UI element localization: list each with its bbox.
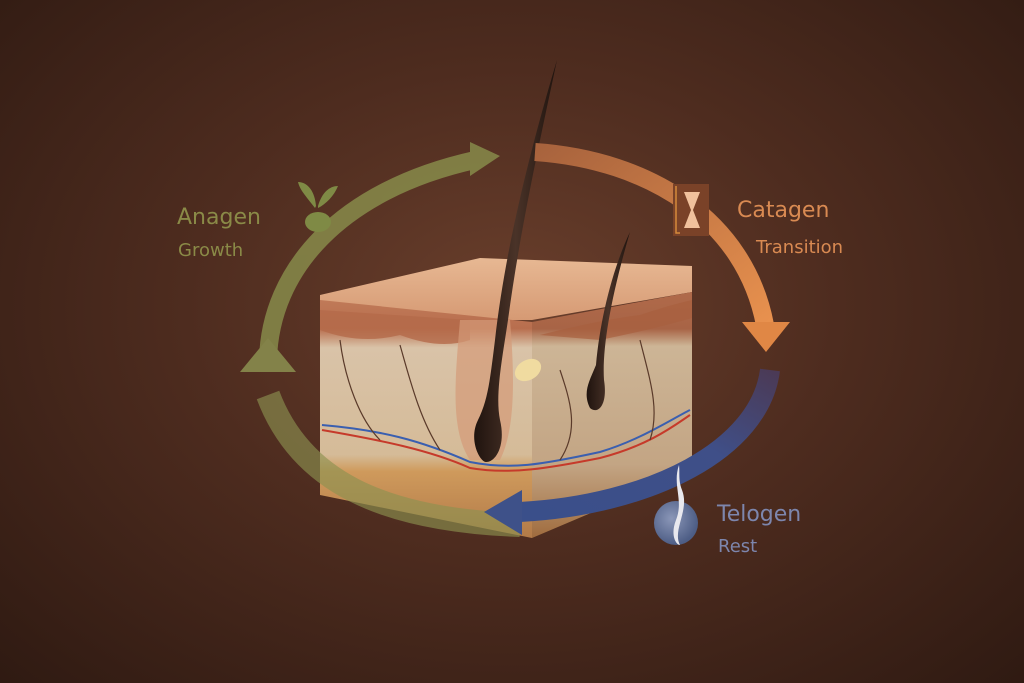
telogen-description: Rest (718, 536, 758, 557)
anagen-title: Anagen (177, 205, 261, 230)
secondary-hair-strand (586, 232, 630, 411)
catagen-title: Catagen (737, 198, 830, 223)
skin-cross-section (320, 258, 692, 538)
telogen-title: Telogen (717, 502, 802, 527)
hourglass-icon (673, 184, 709, 236)
anagen-arrow (240, 142, 521, 537)
anagen-description: Growth (178, 240, 244, 261)
telogen-arrow (484, 368, 780, 535)
droplet-flame-icon (654, 465, 698, 545)
catagen-description: Transition (756, 237, 844, 258)
main-hair-strand (474, 60, 557, 462)
sprout-icon (298, 182, 338, 232)
